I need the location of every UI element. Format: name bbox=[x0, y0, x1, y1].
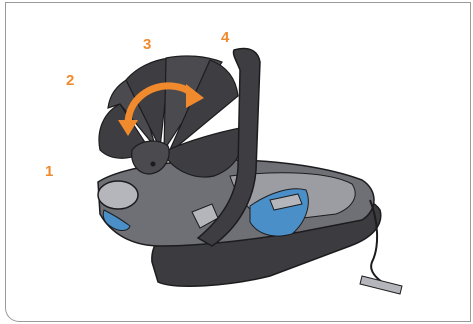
step-label-4: 4 bbox=[221, 29, 229, 46]
step-label-3: 3 bbox=[143, 36, 151, 53]
step-label-2: 2 bbox=[66, 72, 74, 89]
strap-end bbox=[360, 276, 402, 294]
step-label-1: 1 bbox=[45, 163, 53, 180]
side-knob bbox=[98, 181, 138, 209]
seat-strap bbox=[370, 200, 400, 292]
hinge-pivot bbox=[151, 162, 156, 167]
